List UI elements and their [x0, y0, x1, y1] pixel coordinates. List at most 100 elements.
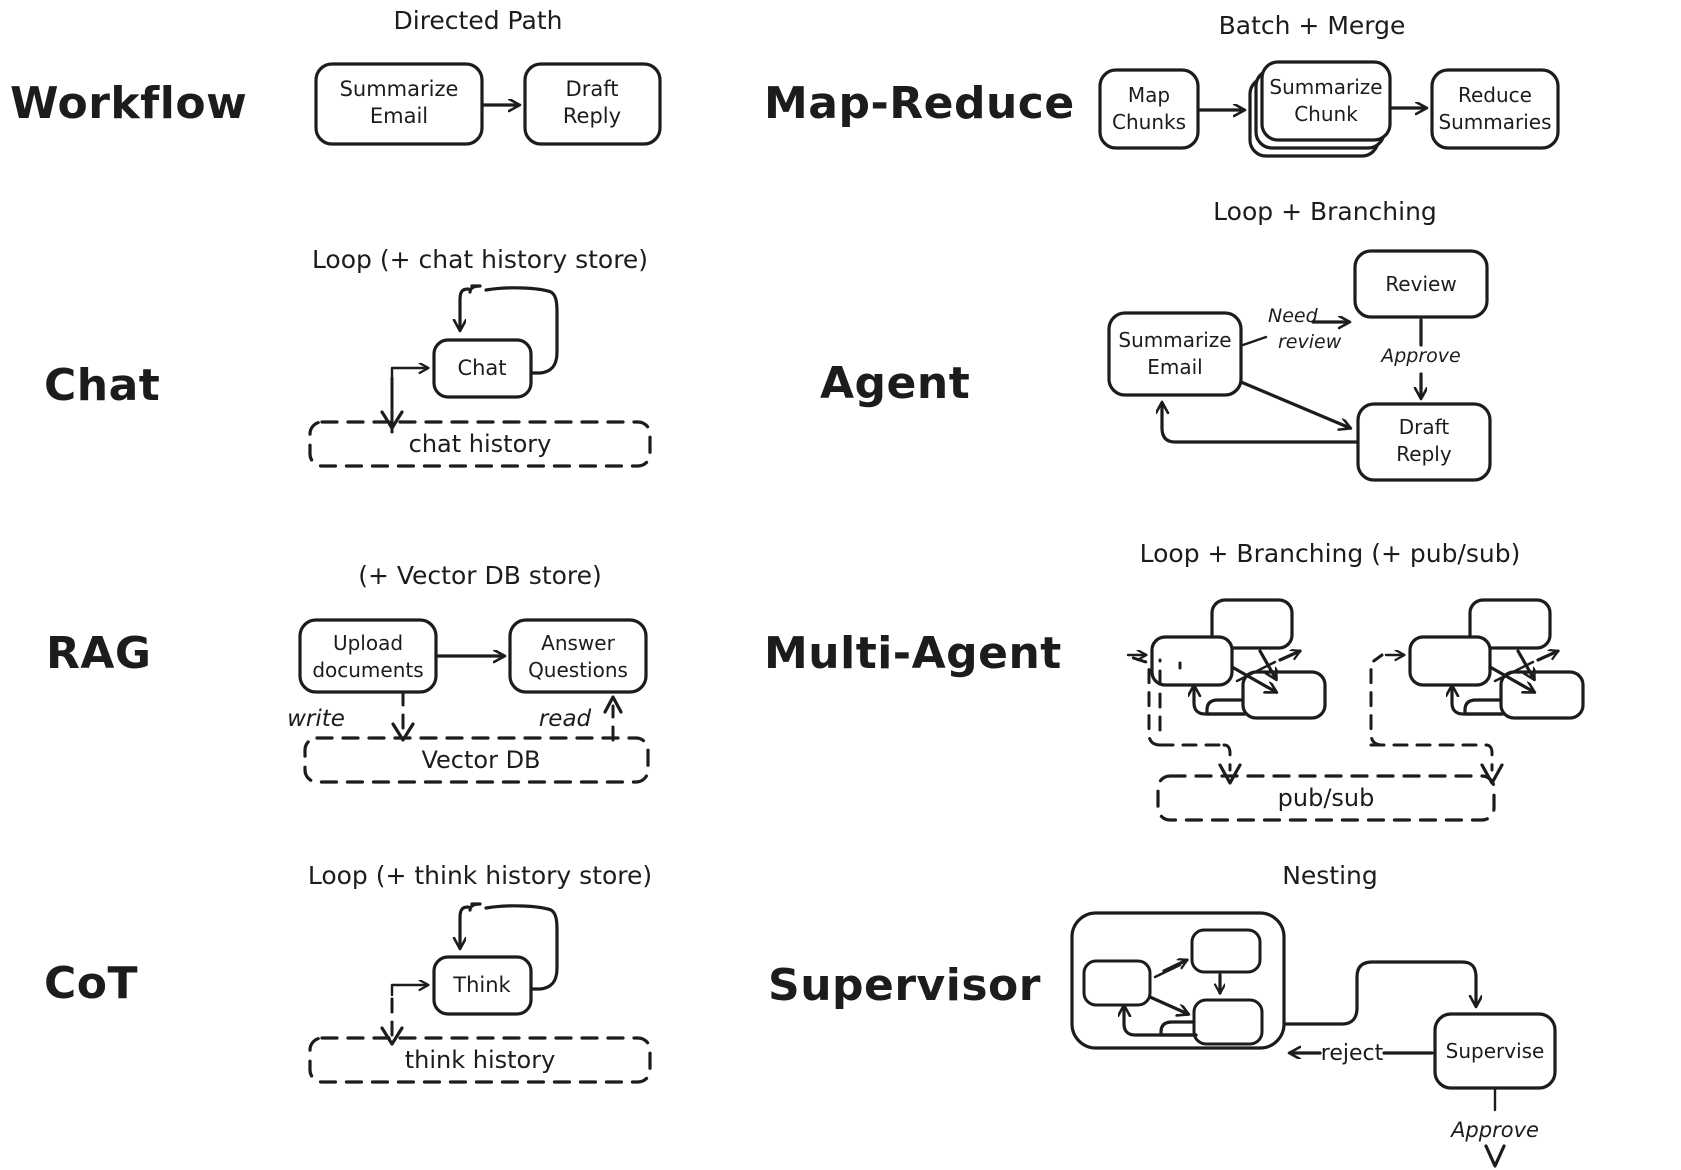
node-chat[interactable] — [432, 338, 533, 399]
node-reduce-summaries-line1: Reduce — [1458, 83, 1532, 107]
nested-edge-left-to-top-head — [1162, 960, 1189, 973]
node-upload-documents[interactable] — [298, 618, 438, 694]
multi-agent-cluster-1 — [1122, 598, 1327, 785]
edge-history-to-chat-elbow — [390, 366, 400, 380]
cluster2-dash-path — [1369, 653, 1384, 747]
row-label-multi-agent: Multi-Agent — [764, 628, 1062, 679]
store-vector-db — [303, 736, 650, 784]
caption-loop-branching: Loop + Branching — [1213, 197, 1437, 226]
caption-loop-chat: Loop (+ chat history store) — [312, 245, 648, 274]
node-answer-line2: Questions — [528, 658, 628, 682]
store-think-history-label: think history — [405, 1046, 556, 1074]
diagram-map-reduce: Batch + Merge Map Chunks Summarize Chunk… — [1098, 11, 1560, 158]
caption-batch-merge: Batch + Merge — [1219, 11, 1406, 40]
edge-think-self-loop — [460, 905, 470, 948]
row-label-chat: Chat — [44, 360, 161, 411]
row-label-cot: CoT — [44, 958, 139, 1009]
caption-loop-branching-pubsub: Loop + Branching (+ pub/sub) — [1140, 539, 1521, 568]
node-map-chunks-line2: Chunks — [1112, 110, 1186, 134]
diagram-supervisor: Nesting Supervise reject Approve — [1070, 861, 1557, 1168]
row-label-map-reduce: Map-Reduce — [764, 78, 1075, 129]
node-agent-review-label: Review — [1385, 272, 1456, 296]
store-pubsub — [1156, 774, 1496, 822]
store-chat-history — [308, 420, 652, 468]
edge-chat-self-loop — [460, 287, 470, 330]
nested-edge-right-to-left — [1124, 1006, 1198, 1037]
node-draft-reply[interactable] — [523, 62, 662, 146]
cluster2-dash-down — [1484, 743, 1494, 772]
edge-write-head — [391, 722, 415, 742]
edge-cluster-to-supervise — [1283, 960, 1476, 1026]
node-summarize-chunk-line1: Summarize — [1269, 75, 1382, 99]
node-think-label: Think — [452, 973, 511, 997]
node-agent-summarize-email[interactable] — [1107, 311, 1243, 397]
edge-chat-to-history-head — [380, 410, 404, 430]
store-think-history — [308, 1036, 652, 1084]
store-pubsub-label: pub/sub — [1278, 784, 1375, 812]
node-reduce-summaries-line2: Summaries — [1438, 110, 1551, 134]
node-agent-summarize-line1: Summarize — [1118, 328, 1231, 352]
edge-label-read: read — [539, 706, 592, 732]
store-chat-history-label: chat history — [409, 430, 552, 458]
cluster1-edge-left-to-right — [1230, 665, 1276, 692]
caption-vector-db-store: (+ Vector DB store) — [358, 561, 602, 590]
node-draft-reply-line1: Draft — [566, 77, 619, 101]
cluster2-edge-left-to-right — [1488, 665, 1534, 692]
node-supervise-label: Supervise — [1446, 1039, 1545, 1063]
row-label-rag: RAG — [46, 628, 152, 679]
nested-node-left[interactable] — [1082, 959, 1152, 1007]
edge-summarize-to-review-stub — [1241, 335, 1268, 347]
row-label-supervisor: Supervisor — [768, 960, 1041, 1011]
node-summarize-email-line1: Summarize — [340, 77, 459, 101]
cluster1-node-left[interactable] — [1150, 635, 1234, 687]
node-think-loop-top — [468, 902, 482, 912]
node-upload-line2: documents — [312, 658, 423, 682]
node-agent-review[interactable] — [1353, 249, 1489, 319]
diagram-multi-agent: Loop + Branching (+ pub/sub) — [1122, 539, 1585, 822]
diagram-chat: Loop (+ chat history store) Chat chat hi… — [308, 245, 652, 468]
node-reduce-summaries[interactable] — [1430, 68, 1560, 150]
node-agent-draft-line2: Reply — [1396, 442, 1452, 466]
cluster1-node-top[interactable] — [1210, 598, 1294, 650]
cluster1-dash-down — [1222, 743, 1232, 772]
row-label-agent: Agent — [820, 358, 971, 409]
nested-node-right[interactable] — [1192, 998, 1264, 1046]
cluster1-dash-down-head — [1218, 763, 1242, 785]
edge-history-to-think-elbow — [390, 983, 400, 997]
cluster1-edge-top-to-right — [1258, 649, 1276, 679]
row-label-workflow: Workflow — [10, 78, 248, 129]
node-chat-stack-back — [484, 286, 559, 375]
cluster1-edge-right-loop — [1205, 698, 1246, 716]
caption-nesting: Nesting — [1282, 861, 1378, 890]
edge-approve-head — [1484, 1144, 1506, 1168]
cluster1-edge-left-to-top-head — [1278, 651, 1302, 662]
diagram-cot: Loop (+ think history store) Think think… — [308, 861, 652, 1084]
cluster1-edge-right-to-left — [1194, 686, 1247, 716]
node-draft-reply-line2: Reply — [563, 104, 621, 128]
edge-label-need: Need — [1268, 305, 1319, 327]
nested-edge-right-loop — [1159, 1020, 1198, 1037]
cluster2-node-left[interactable] — [1408, 635, 1492, 687]
node-think[interactable] — [432, 955, 533, 1016]
cluster2-node-top[interactable] — [1468, 598, 1552, 650]
node-answer-questions[interactable] — [508, 618, 648, 694]
cluster2-edge-right-loop — [1463, 698, 1504, 716]
node-summarize-chunk[interactable] — [1260, 60, 1392, 142]
node-agent-summarize-line2: Email — [1147, 355, 1203, 379]
nested-edge-left-to-right — [1148, 995, 1188, 1014]
edge-label-approve-supervisor: Approve — [1449, 1118, 1539, 1142]
node-upload-line1: Upload — [333, 631, 403, 655]
caption-directed-path: Directed Path — [394, 6, 563, 35]
cluster1-dash-path — [1122, 653, 1162, 747]
edge-summarize-to-draft — [1239, 380, 1350, 428]
node-chat-loop-top — [468, 284, 482, 294]
node-map-chunks[interactable] — [1098, 68, 1200, 150]
multi-agent-cluster-2 — [1369, 598, 1585, 785]
edge-label-approve: Approve — [1379, 345, 1461, 367]
nested-node-top[interactable] — [1190, 928, 1262, 974]
node-summarize-chunk-line2: Chunk — [1294, 102, 1358, 126]
node-agent-draft-line1: Draft — [1399, 415, 1450, 439]
node-answer-line1: Answer — [541, 631, 615, 655]
node-think-stack-back — [484, 904, 559, 991]
